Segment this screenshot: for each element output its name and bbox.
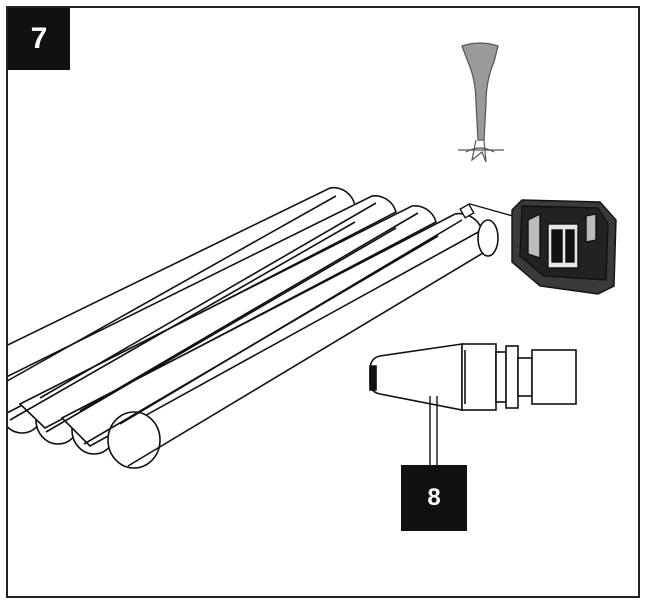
part-callout-badge: 8 bbox=[401, 465, 467, 531]
callout-leader bbox=[429, 396, 438, 465]
nozzle-adapter bbox=[369, 343, 577, 411]
wine-glass-icon bbox=[458, 42, 504, 163]
step-number-badge: 7 bbox=[8, 8, 70, 70]
foam-tubes bbox=[8, 186, 499, 469]
air-pump bbox=[459, 199, 617, 295]
